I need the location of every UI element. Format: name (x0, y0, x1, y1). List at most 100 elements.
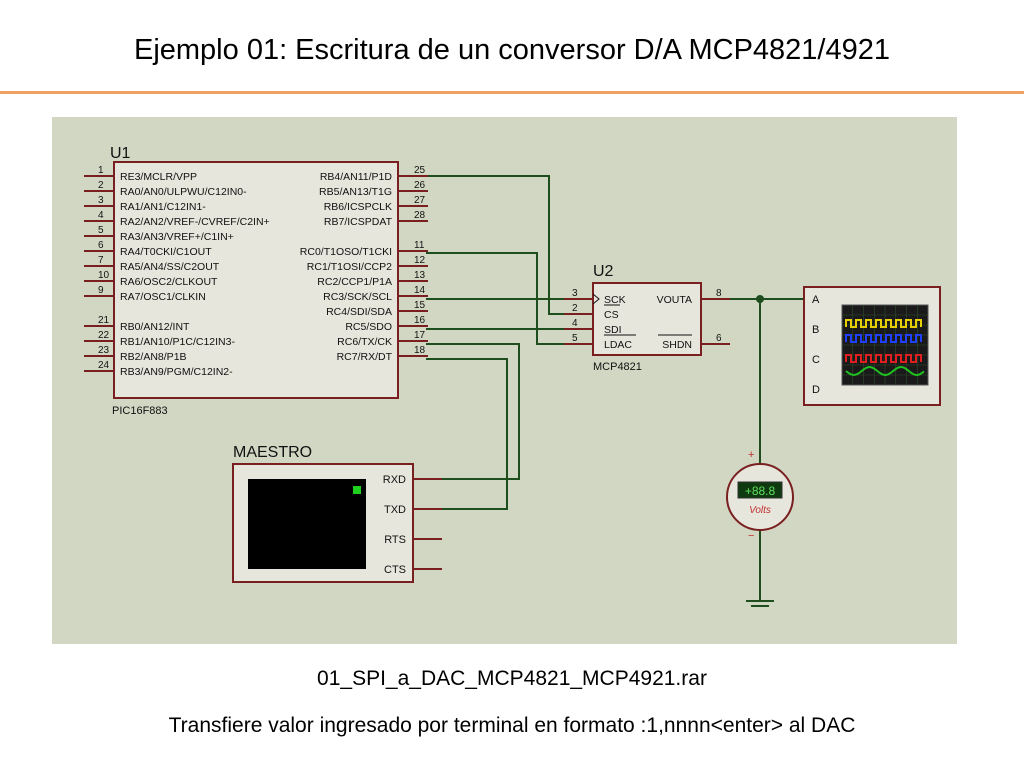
junction-dot (756, 295, 764, 303)
u1-pin-label: RB3/AN9/PGM/C12IN2- (120, 366, 233, 378)
u2-body (592, 282, 702, 356)
maestro-cursor (353, 486, 361, 494)
maestro-pins: RXD TXD RTS CTS (383, 474, 442, 576)
u2-pin-number: 3 (572, 288, 578, 299)
u2-pin-label: SDI (604, 324, 622, 336)
u1-pin-number: 18 (414, 345, 426, 356)
u1-pin-label: RA3/AN3/VREF+/C1IN+ (120, 231, 234, 243)
u1-pin-number: 13 (414, 270, 426, 281)
wire-tx-rxd (426, 343, 520, 480)
u1-pin-number: 23 (98, 345, 110, 356)
voltmeter-plus: + (748, 449, 754, 461)
u1-pin-number: 21 (98, 315, 110, 326)
u1-pin-number: 16 (414, 315, 426, 326)
u2-pin-label: LDAC (604, 339, 632, 351)
u1-pin-number: 1 (98, 165, 104, 176)
u1-pin-label: RB1/AN10/P1C/C12IN3- (120, 336, 235, 348)
scope-channel-label: C (812, 354, 820, 366)
u2-pin-label: SHDN (662, 339, 692, 351)
u1-pin-label: RA1/AN1/C12IN1- (120, 201, 206, 213)
maestro-pin-label: RXD (383, 474, 406, 486)
u1-pin-label: RC4/SDI/SDA (326, 306, 392, 318)
u2-pin-number: 6 (716, 333, 722, 344)
maestro-pin-label: CTS (384, 564, 406, 576)
u1-pin-number: 6 (98, 240, 104, 251)
u2-pin-number: 2 (572, 303, 578, 314)
u2-pin-label: VOUTA (657, 294, 692, 306)
voltmeter-display (737, 481, 783, 499)
u1-pin-number: 2 (98, 180, 104, 191)
scope-channel-label: A (812, 294, 820, 306)
u1-pin-label: RA2/AN2/VREF-/CVREF/C2IN+ (120, 216, 270, 228)
maestro-pin-label: RTS (384, 534, 406, 546)
u1-pin-label: RB0/AN12/INT (120, 321, 190, 333)
scope-traces (845, 319, 925, 377)
u1-pin-label: RC2/CCP1/P1A (317, 276, 392, 288)
u1-part: PIC16F883 (112, 405, 168, 417)
clock-marker (592, 293, 600, 305)
slide-title: Ejemplo 01: Escritura de un conversor D/… (133, 34, 890, 66)
u1-pin-label: RC5/SDO (345, 321, 392, 333)
title-underline (0, 91, 1024, 94)
u1-pin-label: RB2/AN8/P1B (120, 351, 187, 363)
u1-pin-label: RC3/SCK/SCL (323, 291, 392, 303)
u1-pin-number: 24 (98, 360, 110, 371)
u1-pin-number: 26 (414, 180, 426, 191)
maestro-screen (248, 479, 366, 569)
wires (426, 175, 804, 601)
voltmeter-minus: − (748, 530, 754, 542)
u1-ref: U1 (110, 145, 131, 162)
u1-pin-number: 4 (98, 210, 104, 221)
u1-left-pins: 1RE3/MCLR/VPP2RA0/AN0/ULPWU/C12IN0-3RA1/… (84, 165, 270, 378)
u1-pin-number: 10 (98, 270, 110, 281)
u1-pin-number: 9 (98, 285, 104, 296)
u1-pin-label: RC6/TX/CK (337, 336, 392, 348)
scope-channel-labels: A B C D (812, 294, 820, 396)
maestro-pin-label: TXD (384, 504, 406, 516)
u2-pin-label: CS (604, 309, 619, 321)
u1-pin-label: RA4/T0CKI/C1OUT (120, 246, 212, 258)
u2-pin-number: 4 (572, 318, 578, 329)
u1-pin-number: 27 (414, 195, 426, 206)
u1-pin-number: 17 (414, 330, 426, 341)
u1-pin-number: 15 (414, 300, 426, 311)
u1-pin-label: RA5/AN4/SS/C2OUT (120, 261, 220, 273)
u1-pin-number: 5 (98, 225, 104, 236)
scope-trace (845, 334, 922, 343)
u1-pin-label: RC0/T1OSO/T1CKI (300, 246, 392, 258)
voltmeter-reading: +88.8 (745, 484, 776, 498)
u1-pin-number: 12 (414, 255, 426, 266)
scope-channel-label: D (812, 384, 820, 396)
u2-pin-number: 5 (572, 333, 578, 344)
u1-pin-label: RA6/OSC2/CLKOUT (120, 276, 218, 288)
wire-rx-txd (426, 358, 508, 510)
u2-pin-number: 8 (716, 288, 722, 299)
u1-pin-number: 3 (98, 195, 104, 206)
u2-ref: U2 (593, 263, 614, 280)
u1-pin-number: 25 (414, 165, 426, 176)
u2-overbars (604, 304, 692, 336)
u2-pin-label: SCK (604, 294, 626, 306)
scope-channel-label: B (812, 324, 819, 336)
voltmeter-unit: Volts (749, 505, 771, 516)
u1-pin-label: RA0/AN0/ULPWU/C12IN0- (120, 186, 247, 198)
u2-part: MCP4821 (593, 361, 642, 373)
schematic: U1 PIC16F883 1RE3/MCLR/VPP2RA0/AN0/ULPWU… (52, 117, 957, 644)
slide-description: Transfiere valor ingresado por terminal … (168, 714, 856, 737)
u1-pin-number: 7 (98, 255, 104, 266)
u1-pin-number: 22 (98, 330, 110, 341)
u1-pin-label: RB6/ICSPCLK (324, 201, 392, 213)
ground-symbol (746, 600, 774, 607)
u1-pin-label: RB5/AN13/T1G (319, 186, 392, 198)
u1-pin-label: RB4/AN11/P1D (320, 171, 393, 183)
u1-pin-number: 11 (414, 240, 425, 251)
u1-pin-label: RC1/T1OSI/CCP2 (307, 261, 392, 273)
scope-trace (845, 365, 925, 377)
scope-trace (845, 354, 922, 363)
scope-trace (845, 319, 922, 328)
u1-pin-label: RC7/RX/DT (337, 351, 393, 363)
u1-pin-label: RB7/ICSPDAT (324, 216, 393, 228)
